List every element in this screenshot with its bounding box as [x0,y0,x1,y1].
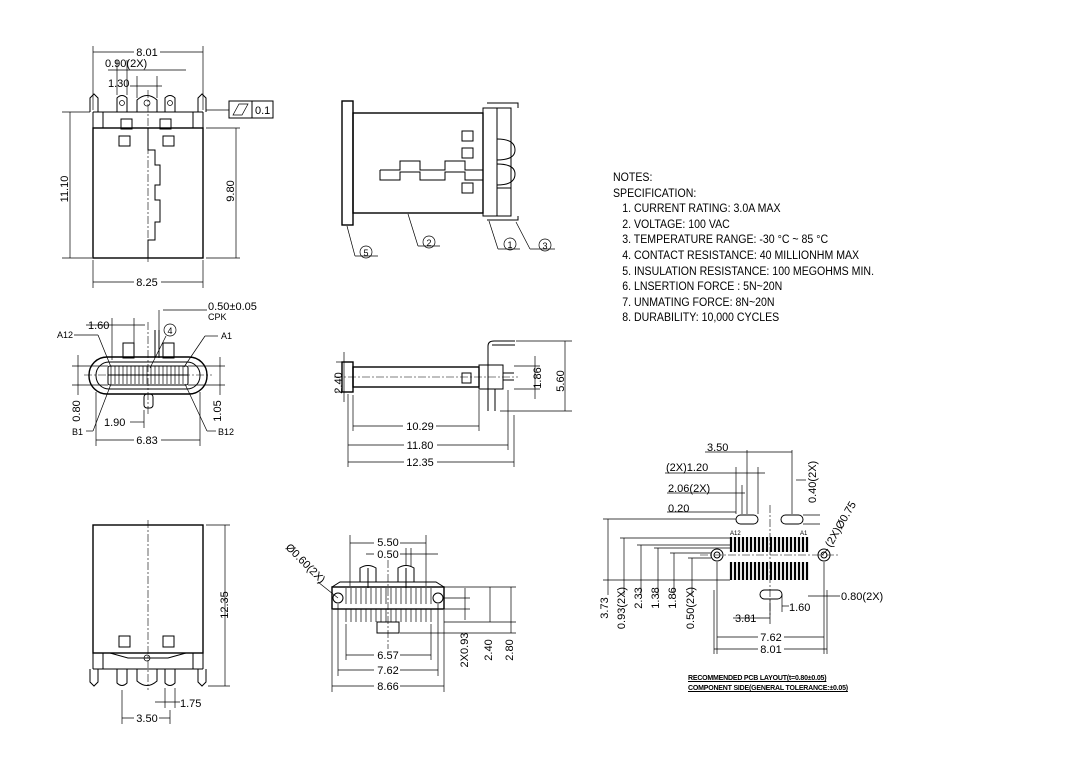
spec-item: 3. TEMPERATURE RANGE: -30 °C ~ 85 °C [622,234,829,247]
dim-2-80: 2.80 [504,639,516,660]
pcb-dim-7-62: 7.62 [760,632,781,644]
spec-item: 4. CONTACT RESISTANCE: 40 MILLIONHM MAX [622,249,860,262]
dim-0-80: 0.80 [71,400,83,421]
svg-text:A12: A12 [730,531,741,537]
pcb-dim-dia-0-75: (2X)Ø0.75 [823,500,859,550]
spec-item: 6. LNSERTION FORCE : 5N~20N [622,281,783,294]
rear-view: 5.50 0.50 Ø0.60(2X) 6.57 7.62 8.66 2X0.9… [283,535,516,693]
cpk-label: CPK [208,312,227,322]
dim-1-05: 1.05 [212,400,224,421]
pcb-dim-3-73: 3.73 [599,597,611,618]
svg-text:A1: A1 [800,531,808,537]
dim-1-86: 1.86 [532,367,544,388]
pcb-dim-0-20: 0.20 [668,503,689,515]
dim-8-01: 8.01 [136,47,157,59]
pcb-note-line-1: RECOMMENDED PCB LAYOUT(t=0.80±0.05) [688,675,827,682]
specification-heading: SPECIFICATION: [613,187,697,200]
balloon-3: 3 [542,241,547,251]
dim-7-62: 7.62 [377,665,398,677]
rear-contacts [345,588,432,622]
pcb-dim-0-50: 0.50(2X) [685,587,697,629]
dim-6-57: 6.57 [377,650,398,662]
dim-2-40-rear: 2.40 [483,639,495,660]
pcb-dim-1-86: 1.86 [667,587,679,608]
dim-5-60: 5.60 [555,370,567,391]
balloon-5: 5 [363,248,368,258]
pcb-dim-1-20: (2X)1.20 [666,462,708,474]
specification-list: 1. CURRENT RATING: 3.0A MAX 2. VOLTAGE: … [613,202,874,327]
front-view: 1.60 0.50±0.05 CPK 4 A12 A1 0.80 1.05 B1 [57,301,257,447]
pcb-dim-0-93: 0.93(2X) [616,587,628,629]
pcb-dim-3-81: 3.81 [735,613,756,625]
dim-12-35: 12.35 [406,457,434,469]
pcb-layout: A12 A1 3.50 (2X)1.20 0.40(2X) 2.06(2X) (… [599,442,883,656]
bottom-view: 12.35 1.75 3.50 [89,520,231,725]
dim-8-66: 8.66 [377,681,398,693]
dim-9-80: 9.80 [225,180,237,201]
pcb-dim-1-38: 1.38 [650,587,662,608]
balloon-1: 1 [507,240,512,250]
notes-heading: NOTES: [613,172,653,184]
label-b12: B12 [218,427,234,437]
spec-item: 8. DURABILITY: 10,000 CYCLES [622,312,780,325]
balloon-2: 2 [426,238,431,248]
dim-1-60: 1.60 [88,320,109,332]
dim-5-50: 5.50 [377,537,398,549]
spec-item: 5. INSULATION RESISTANCE: 100 MEGOHMS MI… [622,265,875,278]
spec-item: 7. UNMATING FORCE: 8N~20N [622,296,775,309]
pcb-dim-2-06: 2.06(2X) [668,483,710,495]
spec-item: 1. CURRENT RATING: 3.0A MAX [622,203,781,216]
dim-dia-0-60: Ø0.60(2X) [283,542,327,586]
dim-2x-0-93: 2X0.93 [459,633,471,668]
balloon-4: 4 [167,326,172,336]
dim-0-90-2x: 0.90(2X) [105,58,147,70]
dim-0-50-rear: 0.50 [377,549,398,561]
pcb-dim-8-01: 8.01 [760,644,781,656]
dim-11-10: 11.10 [59,176,71,203]
pcb-note-line-2: COMPONENT SIDE(GENERAL TOLERANCE:±0.05) [688,685,848,692]
dim-8-25: 8.25 [136,277,157,289]
pcb-dim-2-33: 2.33 [633,587,645,608]
pcb-layout-caption: RECOMMENDED PCB LAYOUT(t=0.80±0.05) COMP… [688,674,848,694]
dim-10-29: 10.29 [406,421,434,433]
dim-3-50: 3.50 [136,713,157,725]
side-view-profile: 2.40 1.86 5.60 10.29 11.80 12.35 [333,340,572,469]
dim-2-40: 2.40 [333,372,345,393]
pcb-dim-0-80: 0.80(2X) [841,591,883,603]
specification-notes: NOTES: SPECIFICATION: 1. CURRENT RATING:… [613,171,874,327]
dim-1-30: 1.30 [108,78,129,90]
dim-11-80: 11.80 [407,440,434,452]
label-b1: B1 [72,427,83,437]
dim-6-83: 6.83 [136,435,157,447]
label-a12: A12 [57,330,73,340]
top-view: 8.01 0.90(2X) 1.30 0.1 11.10 9.80 8.25 [59,45,274,289]
pcb-dim-1-60: 1.60 [789,602,810,614]
pcb-pad-array [729,537,809,580]
dim-1-90: 1.90 [104,417,125,429]
dim-1-75: 1.75 [180,698,201,710]
dim-0-50-tolerance: 0.50±0.05 [208,301,257,313]
pcb-dim-0-40: 0.40(2X) [807,461,819,503]
spec-item: 2. VOLTAGE: 100 VAC [622,218,730,231]
pcb-dim-3-50: 3.50 [707,442,728,454]
side-view: 5 2 1 3 [341,100,555,259]
flatness-tolerance: 0.1 [255,105,270,117]
label-a1: A1 [221,331,232,341]
dim-12-35-bottom: 12.35 [219,591,231,619]
